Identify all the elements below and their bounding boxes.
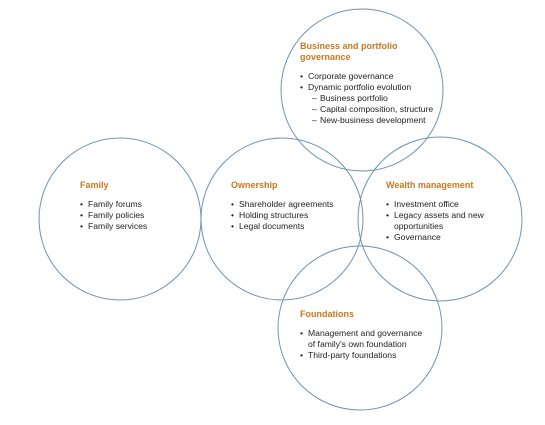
list-item-text: Corporate governance bbox=[308, 71, 394, 81]
business-title-line-2: governance bbox=[300, 52, 351, 62]
list-item-text: opportunities bbox=[394, 221, 444, 231]
list-item-text: Family forums bbox=[88, 199, 142, 209]
bullet-marker: • bbox=[386, 199, 390, 209]
list-item: • Family forums bbox=[80, 199, 147, 210]
ownership-list: • Shareholder agreements • Holding structur… bbox=[231, 199, 334, 232]
list-item: • Family policies bbox=[80, 210, 147, 221]
business-title: Business and portfolio governance bbox=[300, 41, 433, 63]
list-item: • Governance bbox=[386, 232, 484, 243]
dash-marker: – bbox=[312, 115, 317, 125]
list-item: • Holding structures bbox=[231, 210, 334, 221]
bullet-marker: • bbox=[80, 210, 84, 220]
list-item-text: New-business development bbox=[320, 115, 426, 125]
list-item: • Shareholder agreements bbox=[231, 199, 334, 210]
wealth-title: Wealth management bbox=[386, 180, 474, 190]
ownership-circle bbox=[200, 137, 364, 301]
bullet-marker: • bbox=[386, 210, 390, 220]
list-item: • Corporate governance bbox=[300, 71, 433, 82]
bullet-marker: • bbox=[300, 328, 304, 338]
list-item-text: Governance bbox=[394, 232, 441, 242]
family-block: Family • Family forums • Family policies • Fa… bbox=[80, 180, 147, 232]
sub-list-item: –New-business development bbox=[300, 115, 433, 126]
list-item-text: Investment office bbox=[394, 199, 459, 209]
list-item-text: Dynamic portfolio evolution bbox=[308, 82, 412, 92]
ownership-title: Ownership bbox=[231, 180, 278, 190]
family-list: • Family forums • Family policies • Family se… bbox=[80, 199, 147, 232]
list-item-text: Family services bbox=[88, 221, 148, 231]
list-item-text: Holding structures bbox=[239, 210, 309, 220]
business-list: • Corporate governance • Dynamic portfolio … bbox=[300, 71, 433, 126]
list-item-text: Business portfolio bbox=[320, 93, 388, 103]
ownership-block: Ownership • Shareholder agreements • Holdin… bbox=[231, 180, 334, 232]
dash-marker: – bbox=[312, 104, 317, 114]
business-title-line-1: Business and portfolio bbox=[300, 41, 398, 51]
dash-marker: – bbox=[312, 93, 317, 103]
wealth-block: Wealth management • Investment office • Leg… bbox=[386, 180, 484, 243]
list-item: • Legacy assets and new bbox=[386, 210, 484, 221]
business-block: Business and portfolio governance • Corpo… bbox=[300, 41, 433, 126]
list-item-text: Legacy assets and new bbox=[394, 210, 484, 220]
wealth-list: • Investment office • Legacy assets and new… bbox=[386, 199, 484, 243]
bullet-marker: • bbox=[300, 82, 304, 92]
list-item-text: Shareholder agreements bbox=[239, 199, 334, 209]
list-item-text: Family policies bbox=[88, 210, 145, 220]
family-title: Family bbox=[80, 180, 109, 190]
list-item-text: Management and governance bbox=[308, 328, 423, 338]
list-item: • Legal documents bbox=[231, 221, 334, 232]
bullet-marker: • bbox=[231, 221, 235, 231]
list-item: of family's own foundation bbox=[300, 339, 422, 350]
list-item: • Management and governance bbox=[300, 328, 422, 339]
list-item: • Dynamic portfolio evolution bbox=[300, 82, 433, 93]
foundations-title: Foundations bbox=[300, 309, 354, 319]
bullet-marker: • bbox=[80, 221, 84, 231]
sub-list-item: –Capital composition, structure bbox=[300, 104, 433, 115]
wealth-circle bbox=[357, 136, 523, 302]
bullet-marker: • bbox=[300, 71, 304, 81]
list-item: • Family services bbox=[80, 221, 147, 232]
bullet-marker: • bbox=[386, 232, 390, 242]
list-item-text: Legal documents bbox=[239, 221, 305, 231]
list-item-text: Third-party foundations bbox=[308, 350, 397, 360]
list-item: • Investment office bbox=[386, 199, 484, 210]
business-circle bbox=[280, 8, 444, 172]
list-item: opportunities bbox=[386, 221, 484, 232]
bullet-marker: • bbox=[231, 199, 235, 209]
list-item-text: of family's own foundation bbox=[308, 339, 407, 349]
list-item-text: Capital composition, structure bbox=[320, 104, 434, 114]
foundations-circle bbox=[277, 245, 443, 411]
sub-list-item: –Business portfolio bbox=[300, 93, 433, 104]
bullet-marker: • bbox=[300, 350, 304, 360]
list-item: • Third-party foundations bbox=[300, 350, 422, 361]
bullet-marker: • bbox=[80, 199, 84, 209]
bullet-marker: • bbox=[231, 210, 235, 220]
